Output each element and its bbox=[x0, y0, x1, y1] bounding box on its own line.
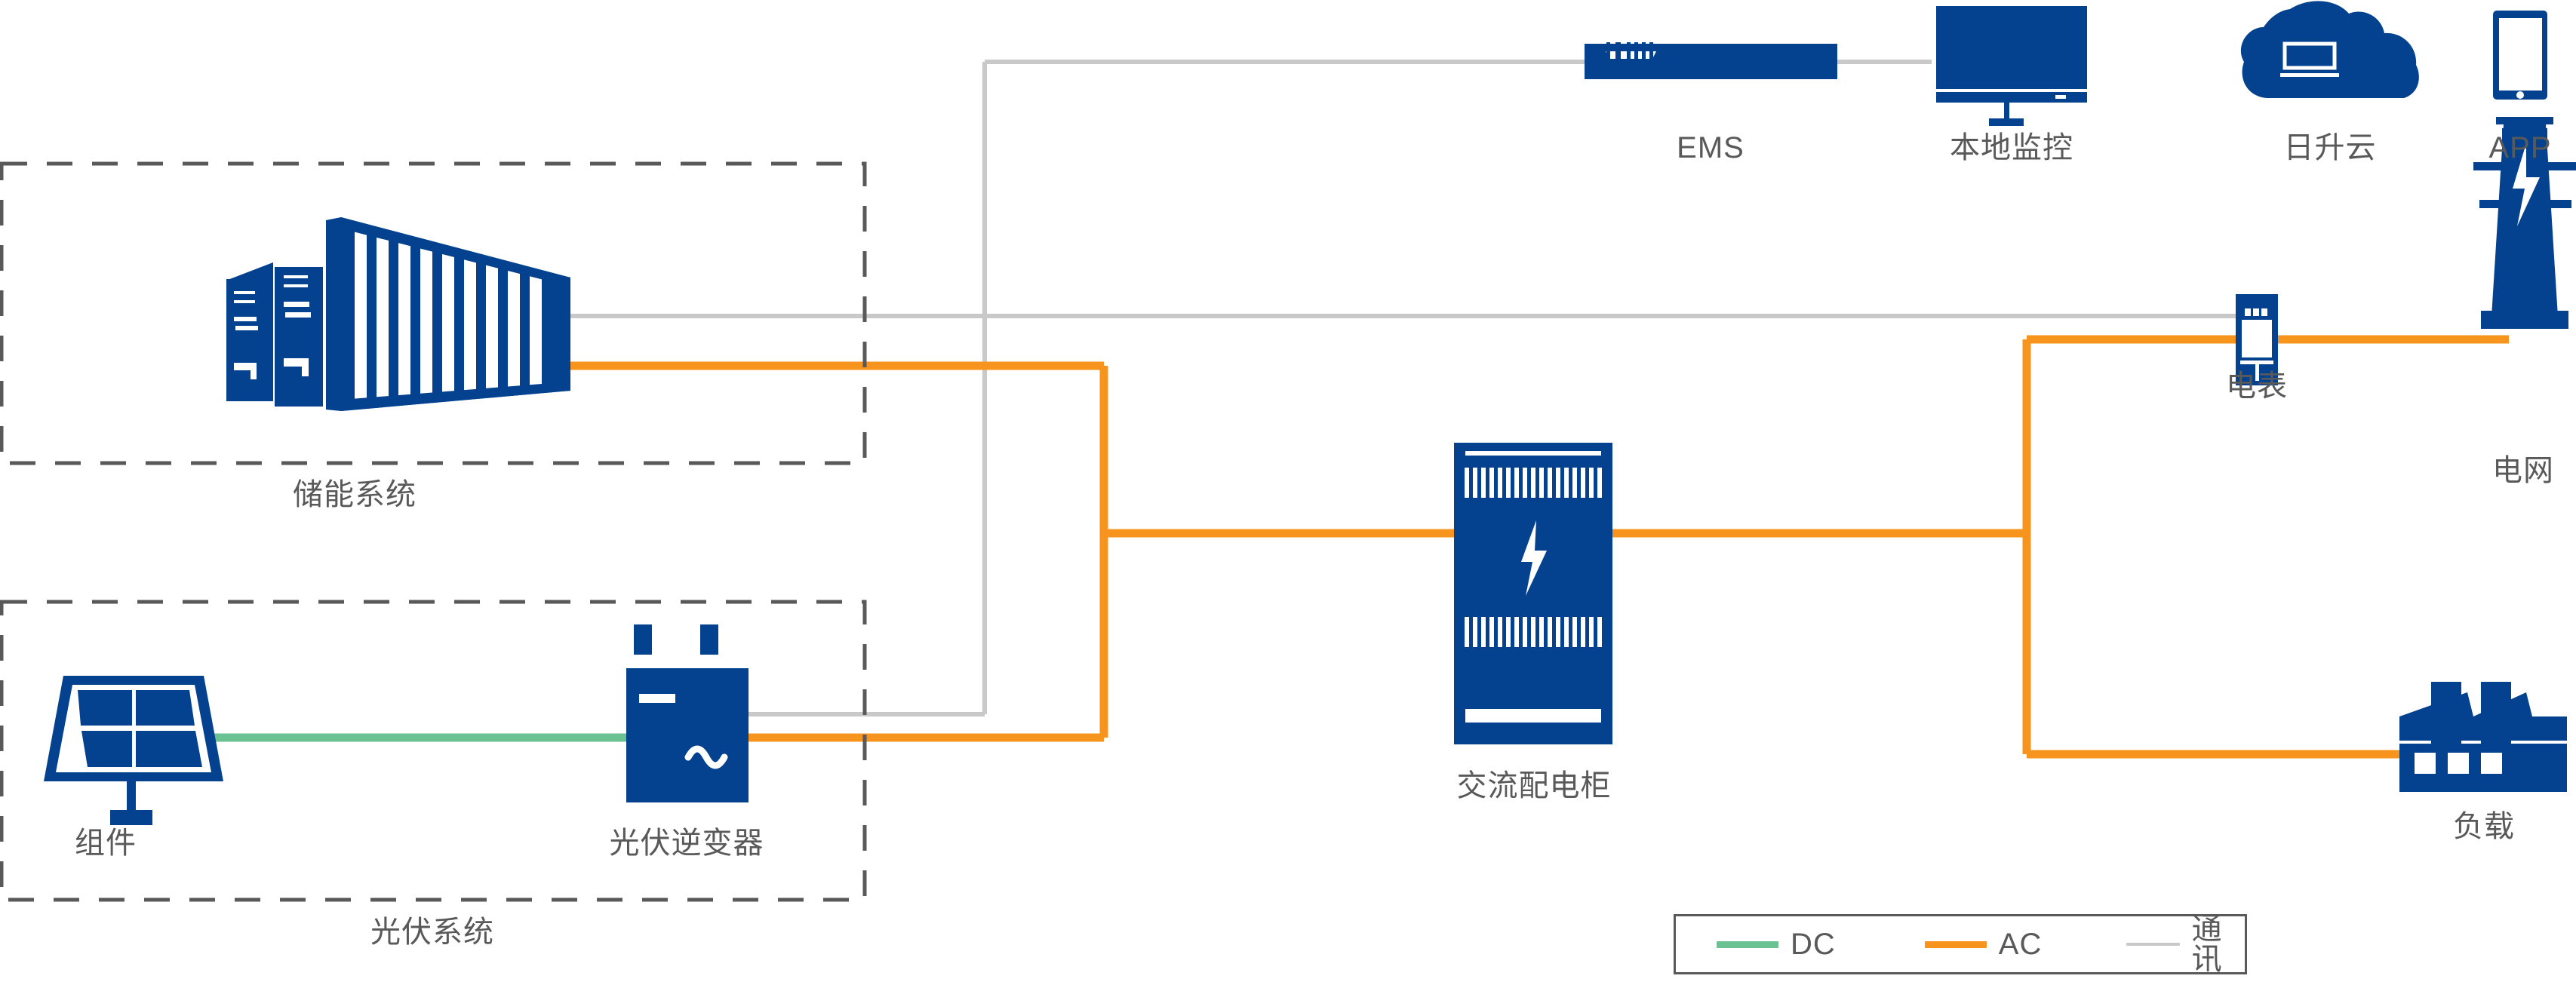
label-meter: 电表 bbox=[2226, 370, 2288, 403]
label-ac-cabinet: 交流配电柜 bbox=[1456, 769, 1612, 802]
group-boundary-ess bbox=[0, 161, 867, 465]
legend-item-dc: DC bbox=[1717, 916, 1836, 972]
legend-label-comm: 通讯 bbox=[2191, 913, 2223, 976]
electricity-meter-icon bbox=[2236, 294, 2278, 385]
label-load: 负载 bbox=[2453, 810, 2515, 843]
factory-icon bbox=[2399, 682, 2567, 792]
label-cloud: 日升云 bbox=[2283, 131, 2377, 164]
cloud-laptop-icon bbox=[2240, 1, 2419, 99]
label-pv-inverter: 光伏逆变器 bbox=[609, 827, 764, 860]
ac-distribution-cabinet-icon bbox=[1454, 443, 1612, 744]
legend-swatch-ac bbox=[1924, 940, 1987, 948]
label-grid: 电网 bbox=[2492, 454, 2554, 487]
smartphone-icon bbox=[2493, 11, 2547, 100]
label-ess-container: 储能系统 bbox=[293, 478, 417, 511]
ac-lines bbox=[567, 335, 2509, 759]
legend-label-dc: DC bbox=[1791, 928, 1836, 961]
group-boundary-pv bbox=[0, 600, 867, 902]
transmission-tower-icon bbox=[2473, 117, 2576, 329]
ems-device-icon bbox=[1585, 42, 1837, 79]
label-group-pv: 光伏系统 bbox=[370, 916, 494, 949]
solar-panel-icon bbox=[44, 676, 223, 825]
battery-container-icon bbox=[226, 217, 570, 411]
legend-item-ac: AC bbox=[1924, 916, 2043, 972]
label-local-monitor: 本地监控 bbox=[1950, 131, 2073, 164]
label-ems: EMS bbox=[1677, 131, 1744, 164]
legend-swatch-dc bbox=[1717, 940, 1778, 948]
legend-item-comm: 通讯 bbox=[2126, 913, 2245, 976]
legend-label-ac: AC bbox=[1998, 928, 2043, 961]
pv-inverter-icon bbox=[626, 624, 749, 802]
label-pv-module: 组件 bbox=[75, 827, 137, 860]
label-app: APP bbox=[2488, 131, 2552, 164]
monitor-icon bbox=[1936, 6, 2087, 126]
legend: DC AC 通讯 bbox=[1674, 914, 2247, 974]
legend-swatch-comm bbox=[2126, 943, 2180, 946]
